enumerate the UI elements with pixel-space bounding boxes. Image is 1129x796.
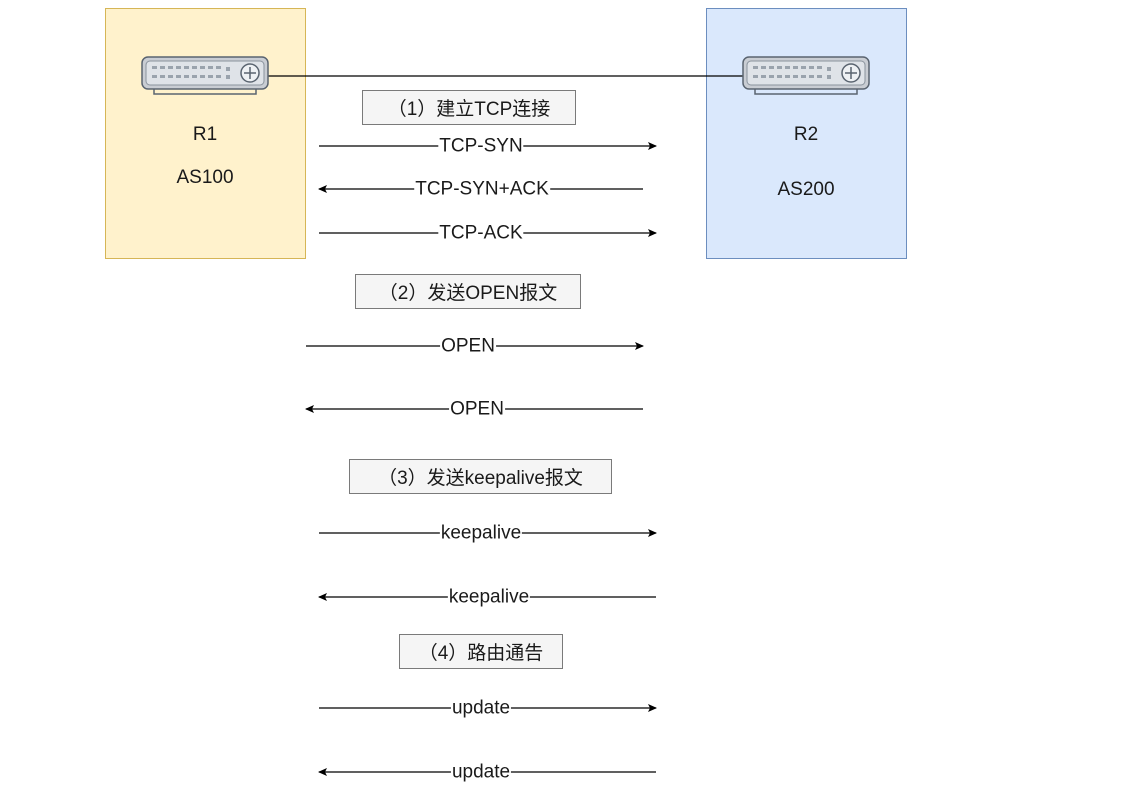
stage-4-label: （4）路由通告 — [399, 634, 563, 669]
r2-name: R2 — [793, 124, 819, 145]
stage-2-label: （2）发送OPEN报文 — [355, 274, 581, 309]
as100-container — [105, 8, 306, 259]
message-label: keepalive — [447, 586, 531, 608]
stage-3-label: （3）发送keepalive报文 — [349, 459, 612, 494]
r1-name: R1 — [192, 124, 218, 145]
message-label: TCP-SYN+ACK — [414, 178, 550, 200]
message-label: TCP-ACK — [438, 222, 524, 244]
as200-container — [706, 8, 907, 259]
message-label: update — [450, 761, 512, 783]
message-label: update — [450, 697, 512, 719]
r2-as-number: AS200 — [777, 179, 835, 200]
r1-as-number: AS100 — [176, 167, 234, 188]
router-switch-icon — [742, 56, 870, 95]
stage-1-label: （1）建立TCP连接 — [362, 90, 576, 125]
message-label: keepalive — [439, 522, 523, 544]
message-label: OPEN — [440, 335, 496, 357]
router-switch-icon — [141, 56, 269, 95]
message-label: OPEN — [449, 398, 505, 420]
message-label: TCP-SYN — [438, 135, 524, 157]
